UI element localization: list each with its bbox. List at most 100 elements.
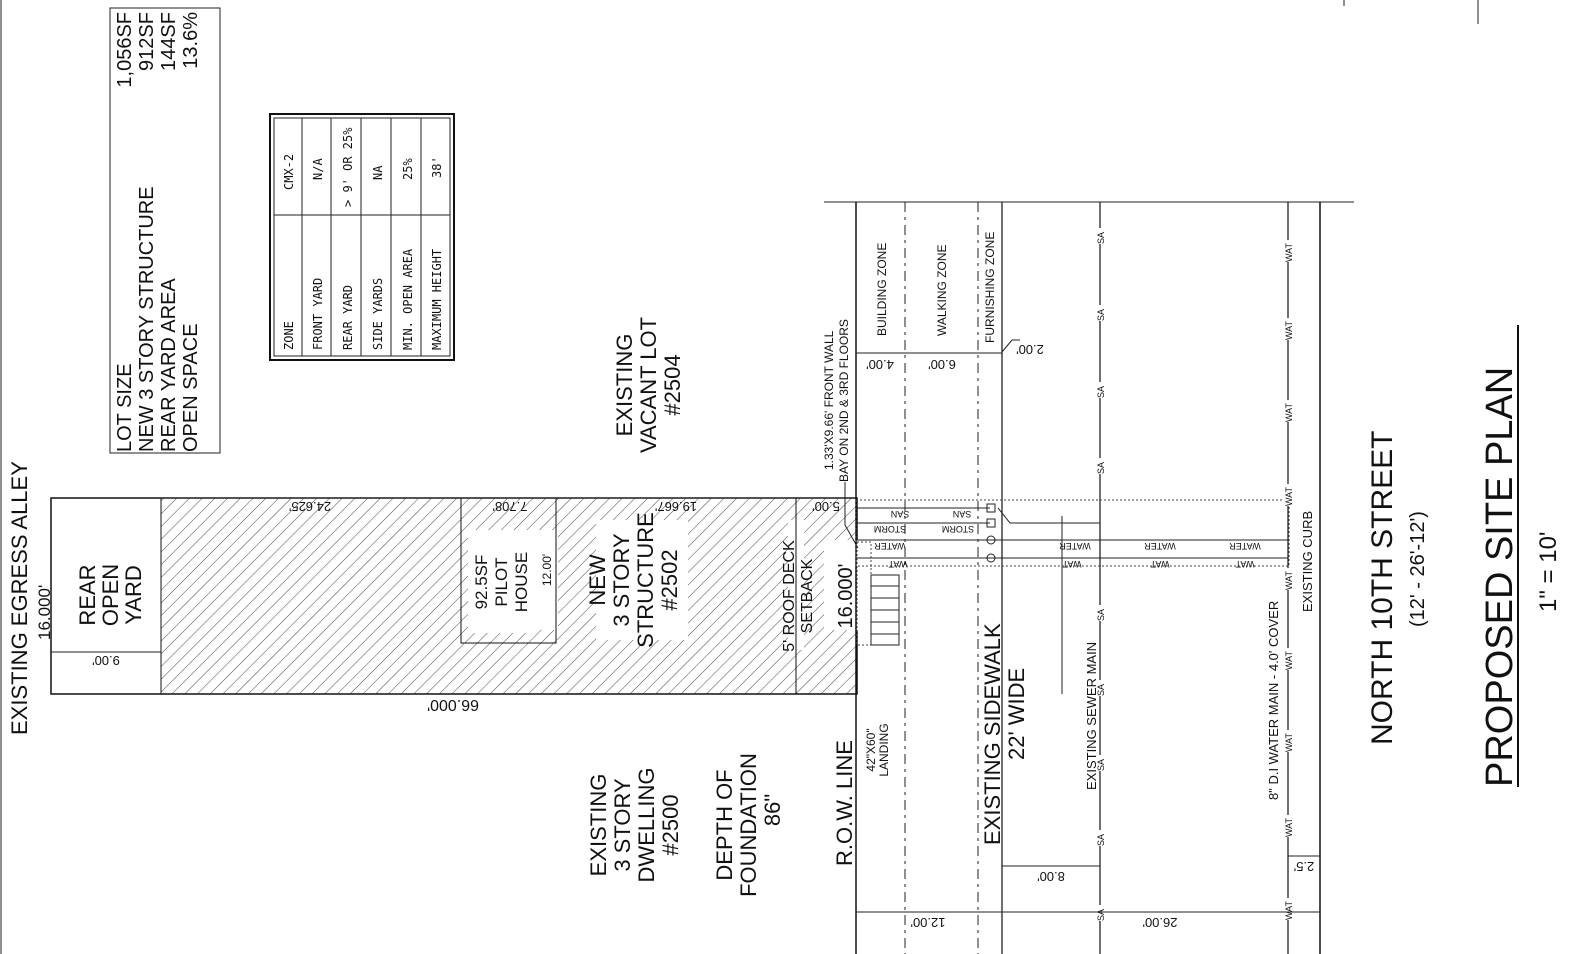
zoning-row-value: N/A xyxy=(311,158,325,180)
san-tag: SAN xyxy=(953,509,972,519)
rear-yard-value: 144SF xyxy=(158,12,180,71)
utility-corridor xyxy=(855,499,1290,567)
zoning-row-label: REAR YARD xyxy=(341,285,355,350)
vacant-lot-line2: VACANT LOT xyxy=(636,317,661,453)
water-main-label: 8" D.I WATER MAIN - 4.0' COVER xyxy=(1266,601,1281,800)
zoning-table: ZONE FRONT YARD REAR YARD SIDE YARDS MIN… xyxy=(269,113,455,361)
new-structure-line2: 3 STORY xyxy=(609,533,634,627)
svg-text:WAT: WAT xyxy=(1284,321,1294,340)
building-zone-label: BUILDING ZONE xyxy=(875,243,889,336)
water-tag: WATER xyxy=(1144,541,1176,551)
storm-tag: STORM xyxy=(942,524,974,534)
lot-size-value: 1,056SF xyxy=(114,12,136,88)
water-tag: WATER xyxy=(1059,541,1091,551)
zoning-row-label: MIN. OPEN AREA xyxy=(401,248,415,350)
zone-dim-6: 6.00' xyxy=(928,357,956,372)
zoning-row-label: FRONT YARD xyxy=(311,278,325,350)
sewer-tags: SA SA SA SA SA SA SA SA SA xyxy=(1095,228,1106,921)
walking-zone-label: WALKING ZONE xyxy=(935,244,949,336)
wat-tag: WAT xyxy=(1062,559,1081,569)
dim-leader xyxy=(1001,339,1020,353)
zoning-row-value: 38' xyxy=(430,156,444,178)
pilot-line3: HOUSE xyxy=(512,552,531,612)
lot-width-dim: 16.000' xyxy=(835,564,857,629)
zoning-row-label: MAXIMUM HEIGHT xyxy=(430,249,444,350)
lot-outline xyxy=(50,497,858,695)
lot-size-label: LOT SIZE xyxy=(114,363,136,452)
svg-text:SA: SA xyxy=(1096,232,1106,244)
zoning-row-value: 25% xyxy=(401,158,415,180)
landing xyxy=(856,541,900,646)
svg-text:SA: SA xyxy=(1096,462,1106,474)
pilot-area: 92.5SF xyxy=(472,555,491,610)
rear-yard-length-dim: 24.625' xyxy=(289,499,331,514)
zone-dim-2: 2.00' xyxy=(1016,342,1044,357)
bay-note-line1: 1.33'X9.66' FRONT WALL xyxy=(822,330,836,470)
structure-label: NEW 3 STORY STRUCTURE xyxy=(136,186,158,452)
pilot-length-dim: 7.708' xyxy=(492,499,527,514)
dwelling-line4: #2500 xyxy=(658,794,683,855)
lot-length-dim: 66.000' xyxy=(427,696,479,713)
drawing-title: PROPOSED SITE PLAN xyxy=(1479,367,1521,787)
zoning-row-value: CMX-2 xyxy=(282,154,296,190)
alley-width: 16.000' xyxy=(35,585,54,640)
rear-open-yard-line3: YARD xyxy=(121,565,146,625)
foundation-line3: 86" xyxy=(760,794,785,826)
pilot-text-mask xyxy=(472,535,532,633)
dim-26: 26.00' xyxy=(1142,915,1177,930)
water-tag: WATER xyxy=(1229,541,1261,551)
sidewalk-width: 22' WIDE xyxy=(1004,668,1029,760)
deck-length-dim: 5.00' xyxy=(812,499,840,514)
svg-text:SA: SA xyxy=(1096,834,1106,846)
new-structure-line4: #2502 xyxy=(657,549,682,610)
water-tag: WATER xyxy=(874,541,906,551)
svg-text:WAT: WAT xyxy=(1284,403,1294,422)
svg-text:WAT: WAT xyxy=(1284,487,1294,506)
svg-text:WAT: WAT xyxy=(1284,901,1294,920)
rear-yard-dim: 9.00' xyxy=(92,653,120,668)
rear-yard-label: REAR YARD AREA xyxy=(158,278,180,452)
bay-leader xyxy=(844,482,859,549)
roof-deck-line1: 5' ROOF DECK xyxy=(781,540,798,652)
new-structure-line1: NEW xyxy=(585,554,610,606)
foundation-line1: DEPTH OF xyxy=(712,769,737,880)
san-tag: SAN xyxy=(891,509,910,519)
street-name: NORTH 10TH STREET xyxy=(1366,431,1399,746)
structure-length-dim: 19.667' xyxy=(655,499,697,514)
dim-12: 12.00' xyxy=(910,915,945,930)
dwelling-line3: DWELLING xyxy=(634,768,659,883)
street-section: (12' - 26'-12') xyxy=(1407,511,1429,627)
sewer-main-label: EXISTING SEWER MAIN xyxy=(1084,642,1099,790)
structure-value: 912SF xyxy=(136,12,158,71)
rear-open-yard-line2: OPEN xyxy=(98,564,123,626)
svg-text:SA: SA xyxy=(1096,309,1106,321)
vacant-lot-line3: #2504 xyxy=(660,354,685,415)
svg-text:SA: SA xyxy=(1096,386,1106,398)
svg-text:SA: SA xyxy=(1096,759,1106,771)
svg-text:WAT: WAT xyxy=(1284,818,1294,837)
svg-text:SA: SA xyxy=(1096,609,1106,621)
curb-label: EXISTING CURB xyxy=(1300,511,1315,612)
zoning-table-frame xyxy=(269,113,455,361)
zoning-row-label: SIDE YARDS xyxy=(371,278,385,350)
open-space-value: 13.6% xyxy=(180,12,202,69)
landing-line2: LANDING xyxy=(877,723,891,776)
dim-2-5: 2.5' xyxy=(1294,859,1315,874)
zoning-row-value: NA xyxy=(371,165,385,180)
rear-open-yard-line1: REAR xyxy=(75,564,100,625)
drawing-scale: 1" = 10' xyxy=(1535,532,1562,613)
alley-label: EXISTING EGRESS ALLEY xyxy=(7,461,32,735)
svg-text:WAT: WAT xyxy=(1284,651,1294,670)
foundation-line2: FOUNDATION xyxy=(736,753,761,897)
wat-tag: WAT xyxy=(1150,559,1169,569)
row-line-label: R.O.W. LINE xyxy=(832,740,857,866)
landing-line1: 42"X60" xyxy=(864,728,878,771)
pilot-line2: PILOT xyxy=(492,557,511,606)
site-data-box: LOT SIZE NEW 3 STORY STRUCTURE REAR YARD… xyxy=(109,7,221,454)
dwelling-line1: EXISTING xyxy=(586,774,611,877)
dim-8: 8.00' xyxy=(1037,869,1065,884)
bay-note-line2: BAY ON 2ND & 3RD FLOORS xyxy=(837,319,851,482)
storm-lateral xyxy=(997,507,1100,524)
zone-dim-4: 4.00' xyxy=(866,357,894,372)
